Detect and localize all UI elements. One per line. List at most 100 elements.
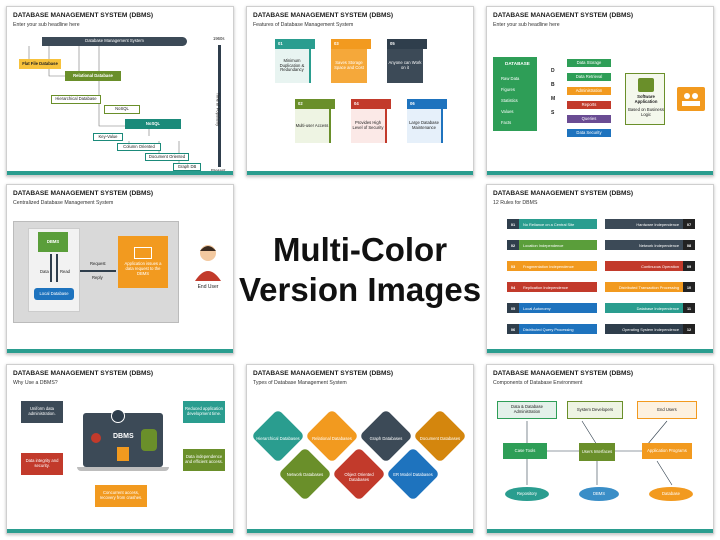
slide-footer-bar xyxy=(7,349,233,353)
slide-title: DATABASE MANAGEMENT SYSTEM (DBMS) xyxy=(493,370,634,377)
node-nosql: NoSQL xyxy=(125,119,181,129)
slide-thumbnail-7[interactable]: DATABASE MANAGEMENT SYSTEM (DBMS) Types … xyxy=(246,364,474,534)
app-request-box: Application issues a data request to the… xyxy=(118,236,168,288)
callout-uniform: Uniform data administration. xyxy=(21,401,63,423)
avatar-svg xyxy=(195,245,221,281)
connector-lines xyxy=(487,365,713,533)
node-flat-file: Flat File Database xyxy=(19,59,61,69)
db-item-raw-data: Raw Data xyxy=(501,76,520,81)
rule-text: Operating System Independence xyxy=(605,324,683,334)
rule-text: Distributed Query Processing xyxy=(519,324,597,334)
rule-num: 09 xyxy=(683,261,695,271)
rule-num: 11 xyxy=(683,303,695,313)
feature-num: 05 xyxy=(387,39,427,49)
slide-thumbnail-5[interactable]: DATABASE MANAGEMENT SYSTEM (DBMS) 12 Rul… xyxy=(486,184,714,354)
time-axis-label: Time of Popularity xyxy=(215,92,221,127)
end-user-label: End User xyxy=(197,284,219,290)
rule-num: 03 xyxy=(507,261,519,271)
slide-title: DATABASE MANAGEMENT SYSTEM (DBMS) xyxy=(253,370,394,377)
feature-text: Saves Storage Space and Cost xyxy=(331,49,367,83)
node-document-oriented: Document Oriented xyxy=(145,153,189,161)
component-database: Database xyxy=(649,487,693,501)
data-label: Data xyxy=(40,269,49,274)
label-relational: Relational Databases xyxy=(312,436,352,441)
dbms-letter-m: M xyxy=(551,96,556,102)
feature-num: 03 xyxy=(331,39,371,49)
component-dbms: DBMS xyxy=(579,487,619,501)
slide-subtitle: Enter your sub headline here xyxy=(493,22,560,28)
dbms-letter-b: B xyxy=(551,82,555,88)
slide-thumbnail-6[interactable]: DATABASE MANAGEMENT SYSTEM (DBMS) Why Us… xyxy=(6,364,234,534)
software-app-subtitle: Based on Business Logic xyxy=(628,107,664,117)
node-column-oriented: Column Oriented xyxy=(117,143,161,151)
app-icon xyxy=(638,78,654,92)
laptop-base xyxy=(77,467,169,471)
feature-num: 01 xyxy=(275,39,315,49)
rule-text: Network Independence xyxy=(605,240,683,250)
slide-title: DATABASE MANAGEMENT SYSTEM (DBMS) xyxy=(13,370,154,377)
headline-line-2: Version Images xyxy=(238,271,482,308)
node-nosql-small: NoSQL xyxy=(104,105,140,114)
center-headline: Multi-Color Version Images xyxy=(238,180,482,360)
rule-num: 07 xyxy=(683,219,695,229)
slide-thumbnail-2[interactable]: DATABASE MANAGEMENT SYSTEM (DBMS) Featur… xyxy=(246,6,474,176)
local-database: Local Database xyxy=(34,288,74,300)
rule-text: No Reliance on a Central Site xyxy=(519,219,597,229)
connector-svg xyxy=(526,420,673,486)
label-network: Network Databases xyxy=(286,472,324,477)
slide-footer-bar xyxy=(487,529,713,533)
users-icon-svg xyxy=(682,93,700,106)
data-flow-arrows xyxy=(48,254,60,284)
rule-num: 05 xyxy=(507,303,519,313)
node-graph-db: Graph DB xyxy=(173,163,201,171)
year-top-label: 1960s xyxy=(213,36,225,41)
rule-text: Hardware Independence xyxy=(605,219,683,229)
rule-num: 08 xyxy=(683,240,695,250)
slide-thumbnail-4[interactable]: DATABASE MANAGEMENT SYSTEM (DBMS) Centra… xyxy=(6,184,234,354)
slide-subtitle: Features of Database Management System xyxy=(253,22,354,28)
rule-num: 04 xyxy=(507,282,519,292)
software-app-panel: Software Application Based on Business L… xyxy=(625,73,665,125)
dbms-box: DBMS xyxy=(38,232,68,252)
slide-title: DATABASE MANAGEMENT SYSTEM (DBMS) xyxy=(493,190,634,197)
slide-subtitle: 12 Rules for DBMS xyxy=(493,200,538,206)
slide-footer-bar xyxy=(247,171,473,175)
feature-num: 04 xyxy=(351,99,391,109)
feature-text: Anyone can Work on it xyxy=(387,49,423,83)
arrows-svg xyxy=(50,254,58,282)
label-object-oriented: Object Oriented Databases xyxy=(344,472,374,482)
slide-thumbnail-8[interactable]: DATABASE MANAGEMENT SYSTEM (DBMS) Compon… xyxy=(486,364,714,534)
slide-thumbnail-3[interactable]: DATABASE MANAGEMENT SYSTEM (DBMS) Enter … xyxy=(486,6,714,176)
function-reports: Reports xyxy=(567,101,611,109)
slide-title: DATABASE MANAGEMENT SYSTEM (DBMS) xyxy=(13,190,154,197)
feature-card-04: 04 Provides High Level of Security xyxy=(351,99,391,149)
rule-text: Fragmentation Independence xyxy=(519,261,597,271)
dbms-column: D B M S xyxy=(549,68,559,129)
node-relational: Relational Database xyxy=(65,71,121,81)
read-label: Read xyxy=(60,269,71,274)
central-system-panel: DBMS Data Read Local Database Request Re… xyxy=(13,221,179,323)
db-item-figures: Figures xyxy=(501,87,515,92)
feature-num: 06 xyxy=(407,99,447,109)
label-er-model: ER Model Databases xyxy=(393,472,433,477)
rule-text: Location Independence xyxy=(519,240,597,250)
end-user-icon xyxy=(677,87,705,111)
db-item-statistics: Statistics xyxy=(501,98,518,103)
function-data-retrieval: Data Retrieval xyxy=(567,73,611,81)
component-app-programs: Application Programs xyxy=(642,443,692,459)
dbms-root-bar: Database Management System xyxy=(42,37,187,46)
slide-thumbnail-1[interactable]: DATABASE MANAGEMENT SYSTEM (DBMS) Enter … xyxy=(6,6,234,176)
slide-subtitle: Centralized Database Management System xyxy=(13,200,114,206)
rule-text: Replication Independence xyxy=(519,282,597,292)
software-app-title: Software Application xyxy=(634,94,658,104)
